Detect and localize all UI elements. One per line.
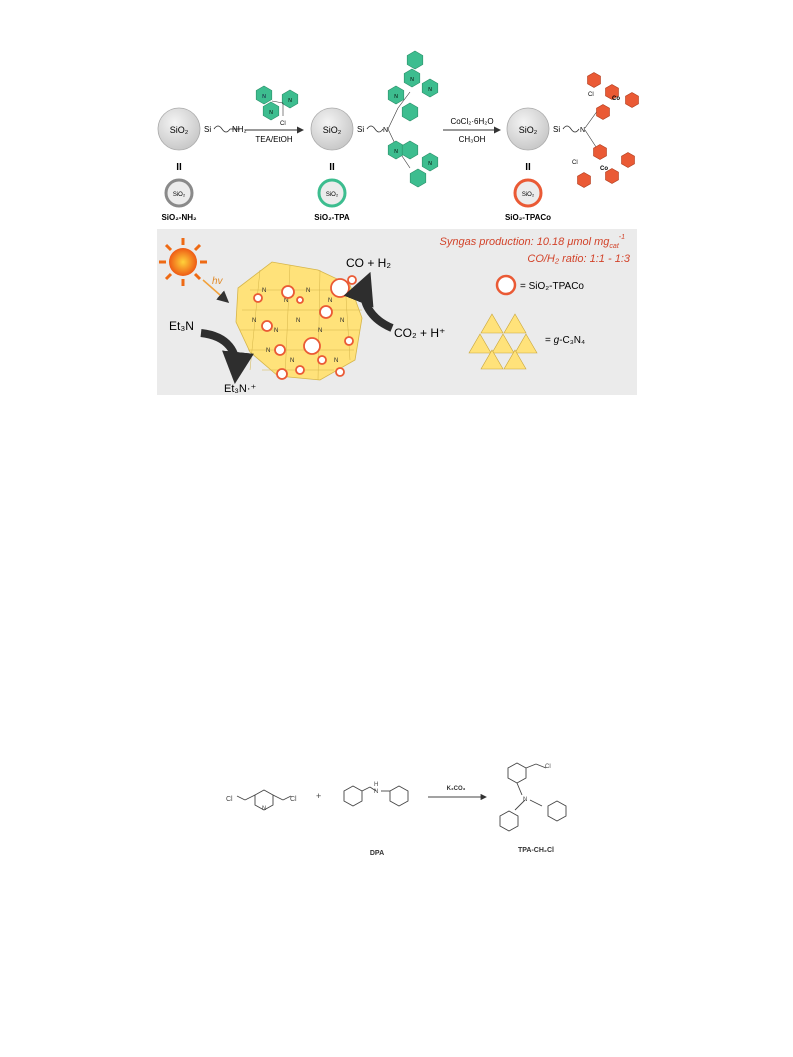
n-atom-label: N xyxy=(296,318,300,324)
legend-tpaco-label: = SiO₂-TPACo xyxy=(520,281,584,292)
step2-reagent-bottom: CH₃OH xyxy=(459,135,486,144)
si-label: Si xyxy=(553,125,560,134)
tpa-chloride-reagent: N N N Cl xyxy=(255,85,299,127)
n-atom-label: N xyxy=(523,797,527,803)
photocatalysis-panel: hv N N N N N N N N N N N N N xyxy=(157,229,637,395)
n-atom-label: N xyxy=(580,127,585,134)
silica-label: SiO₂ xyxy=(170,125,189,135)
n-atom-label: N xyxy=(428,87,432,93)
n-atom-label: N xyxy=(274,328,278,334)
dpa-molecule xyxy=(343,785,409,807)
syngas-production-text: Syngas production: 10.18 μmol mgcat-1 xyxy=(440,234,626,250)
n-atom-label: N xyxy=(410,77,414,83)
silica-label: SiO₂ xyxy=(519,125,538,135)
product-label: TPA-CH₂Cl xyxy=(518,847,554,854)
n-atom-label: N xyxy=(284,298,288,304)
si-label: Si xyxy=(204,125,211,134)
cobalt-label: Co xyxy=(600,166,608,172)
n-atom-label: N xyxy=(306,288,310,294)
chloro-label: Cl xyxy=(572,160,578,166)
n-atom-label: N xyxy=(334,358,338,364)
label-sio2-tpa: SiO₂-TPA xyxy=(314,213,350,222)
n-atom-label: N xyxy=(328,298,332,304)
plus-sign: + xyxy=(316,791,321,801)
et3n-label: Et₃N xyxy=(169,319,194,333)
step2-reagent-top: CoCl₂·6H₂O xyxy=(450,117,493,126)
chloro-left: Cl xyxy=(226,796,233,803)
ring-nh2: SiO₂ xyxy=(164,178,194,208)
linker-chain xyxy=(213,125,231,133)
n-atom-label: N xyxy=(290,358,294,364)
chloro-label: Cl xyxy=(588,92,594,98)
n-atom-label: N xyxy=(262,94,266,100)
legend-tpaco-ring xyxy=(495,274,517,296)
co-complex-upper: Cl Co xyxy=(584,72,639,129)
tpa-ligand-cluster: N N N N N xyxy=(387,50,439,188)
n-atom-label: N xyxy=(394,149,398,155)
silica-label: SiO₂ xyxy=(323,125,342,135)
silica-sphere-1: SiO₂ xyxy=(157,107,201,151)
chloro-label: Cl xyxy=(280,121,286,127)
label-sio2-tpaco: SiO₂-TPACo xyxy=(505,213,551,222)
co2-reduction-arrow xyxy=(343,271,394,332)
legend-gc3n4-label: = g-C₃N₄ xyxy=(545,335,585,346)
cobalt-label: Co xyxy=(612,96,620,102)
equivalence-mark: II xyxy=(176,162,182,173)
n-atom-label: N xyxy=(374,789,378,795)
step1-reagent: TEA/EtOH xyxy=(255,135,293,144)
products-label: CO + H₂ xyxy=(346,256,391,270)
label-sio2-nh2: SiO₂-NH₂ xyxy=(161,213,197,222)
bis-chloromethyl-pyridine xyxy=(236,789,292,811)
n-atom-label: N xyxy=(288,98,292,104)
equivalence-mark: II xyxy=(329,162,335,173)
si-label: Si xyxy=(357,125,364,134)
reactants-label: CO₂ + H⁺ xyxy=(394,326,445,340)
et3n-oxidation-arrow xyxy=(200,329,254,384)
light-arrow xyxy=(202,279,230,303)
hv-label: hv xyxy=(212,276,224,287)
product-chloro: Cl xyxy=(545,764,551,770)
et3n-oxidized-label: Et₃N·⁺ xyxy=(224,383,256,395)
co-h2-ratio-text: CO/H₂ ratio: 1:1 - 1:3 xyxy=(527,253,631,265)
n-atom-label: N xyxy=(262,288,266,294)
n-atom-label: N xyxy=(394,94,398,100)
silica-label: SiO₂ xyxy=(522,192,535,198)
n-atom-label: N xyxy=(252,318,256,324)
silica-sphere-3: SiO₂ xyxy=(506,107,550,151)
ring-tpa: SiO₂ xyxy=(317,178,347,208)
amine-label: NH₂ xyxy=(232,125,247,134)
silica-label: SiO₂ xyxy=(173,192,186,198)
silica-label: SiO₂ xyxy=(326,192,339,198)
reaction-scheme: SiO₂ Si NH₂ N N N Cl TEA/EtOH SiO₂ Si N xyxy=(157,50,639,222)
n-atom-label: N xyxy=(318,328,322,334)
tpa-ch2cl-molecule xyxy=(499,762,567,832)
co-complex-lower: Cl Co xyxy=(572,129,635,188)
k2co3-reagent: K₂CO₃ xyxy=(447,786,466,792)
n-atom-label: N xyxy=(262,806,266,812)
equivalence-mark: II xyxy=(525,162,531,173)
n-atom-label: N xyxy=(383,127,388,134)
sun-icon xyxy=(159,238,207,286)
n-atom-label: N xyxy=(340,318,344,324)
chloro-right: Cl xyxy=(290,796,297,803)
n-atom-label: N xyxy=(269,110,273,116)
ring-tpaco: SiO₂ xyxy=(513,178,543,208)
h-atom-label: H xyxy=(374,782,378,788)
n-atom-label: N xyxy=(266,348,270,354)
ligand-synthesis-scheme: Cl Cl N + N H DPA K₂CO₃ Cl N xyxy=(226,762,567,857)
silica-sphere-2: SiO₂ xyxy=(310,107,354,151)
dpa-label: DPA xyxy=(370,850,384,857)
n-atom-label: N xyxy=(428,161,432,167)
